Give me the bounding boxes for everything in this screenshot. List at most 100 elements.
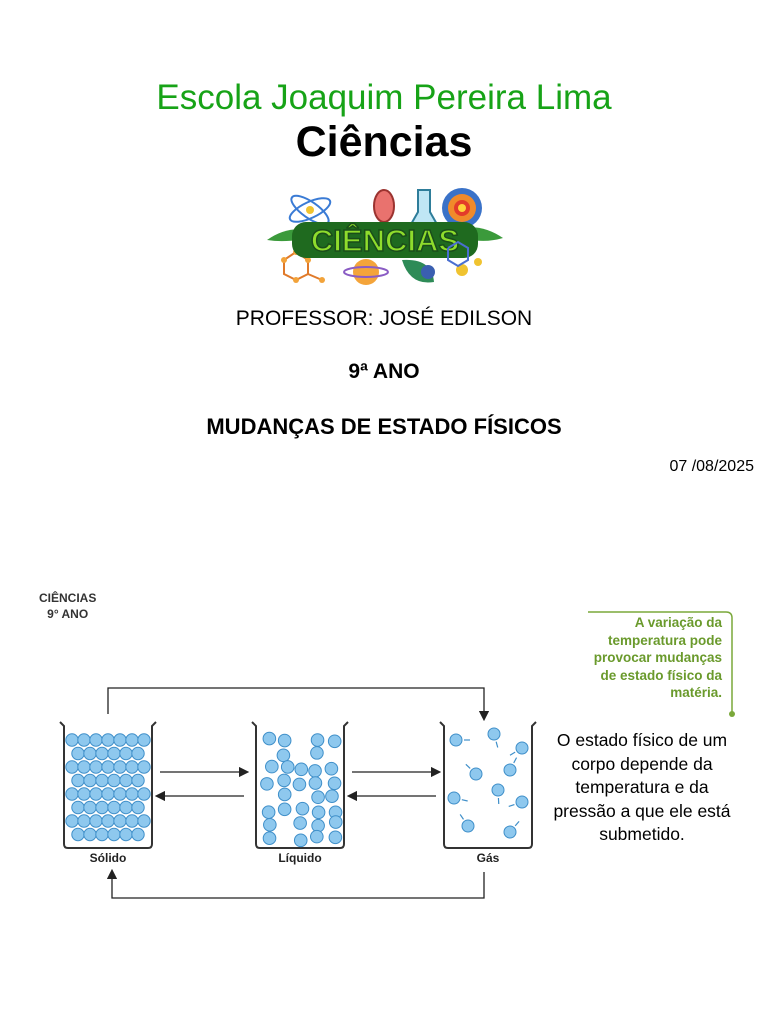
- solid-particle: [101, 760, 115, 774]
- solid-particle: [131, 827, 145, 842]
- solid-particle: [137, 760, 151, 774]
- figure-header-subject: CIÊNCIAS: [39, 591, 97, 605]
- solid-particle: [65, 760, 79, 774]
- gas-particle: [503, 763, 517, 777]
- solid-particle: [95, 827, 109, 842]
- solid-particle: [83, 746, 97, 761]
- solid-particle: [113, 787, 127, 801]
- solid-particle: [119, 827, 133, 842]
- beaker-liquid: [251, 721, 349, 849]
- figure-header: CIÊNCIAS 9° ANO: [39, 590, 96, 622]
- gas-motion-line: [513, 757, 518, 764]
- liquid-particle: [325, 789, 339, 803]
- solid-particle: [107, 800, 121, 815]
- gas-particle: [491, 783, 505, 797]
- solid-particle: [77, 760, 91, 774]
- liquid-particle: [262, 731, 277, 746]
- solid-particle: [119, 746, 133, 761]
- gas-particle: [487, 727, 501, 741]
- solid-particle: [83, 773, 97, 788]
- label-liquid: Líquido: [278, 851, 321, 865]
- liquid-particle: [293, 833, 308, 848]
- liquid-particle: [328, 830, 343, 845]
- solid-particle: [125, 760, 139, 774]
- liquid-particle: [265, 759, 279, 774]
- solid-particle: [101, 733, 115, 747]
- solid-particle: [131, 773, 145, 788]
- solid-particle: [137, 814, 151, 828]
- gas-particle: [469, 767, 483, 781]
- date-label: 07 /08/2025: [669, 458, 754, 475]
- solid-particle: [125, 814, 139, 828]
- liquid-particle: [327, 776, 342, 791]
- liquid-particle: [310, 733, 325, 747]
- solid-particle: [107, 746, 121, 761]
- liquid-particle: [324, 761, 339, 776]
- liquid-particle: [294, 762, 309, 777]
- gas-particle: [449, 733, 463, 747]
- liquid-particles: [260, 731, 343, 848]
- solid-particle: [131, 800, 145, 815]
- subject-title: Ciências: [295, 118, 473, 166]
- beaker-gas: [439, 721, 537, 849]
- deposition-arrow: [106, 868, 485, 899]
- solid-particle: [95, 773, 109, 788]
- solid-particle: [101, 814, 115, 828]
- liquid-particle: [280, 760, 295, 774]
- solid-particle: [95, 746, 109, 761]
- liquid-particle: [311, 805, 326, 820]
- state-change-diagram: Sólido Líquido Gás: [59, 687, 537, 899]
- gas-particle: [503, 825, 517, 839]
- liquid-particle: [260, 777, 274, 791]
- figure-header-grade: 9° ANO: [47, 607, 89, 621]
- liquid-particle: [308, 764, 322, 778]
- liquid-particle: [327, 734, 342, 749]
- solid-particle: [125, 733, 139, 747]
- solid-particle: [65, 787, 79, 801]
- solid-particle: [77, 814, 91, 828]
- description-text: O estado físico de um corpo depende da t…: [553, 730, 731, 844]
- solid-particle: [113, 760, 127, 774]
- science-logo: CIÊNCIAS: [267, 188, 503, 285]
- liquid-particle: [263, 817, 277, 832]
- gas-particles: [447, 727, 529, 839]
- gas-motion-line: [508, 803, 515, 808]
- solid-particle: [131, 746, 145, 761]
- liquid-particle: [292, 777, 307, 792]
- solid-particle: [89, 787, 103, 801]
- beaker-solid: [59, 721, 157, 849]
- solid-particle: [125, 787, 139, 801]
- liquid-particle: [277, 773, 291, 788]
- sublimation-arrow: [107, 687, 490, 722]
- gas-motion-line: [465, 763, 471, 769]
- liquid-particle: [276, 748, 291, 763]
- solid-particle: [137, 787, 151, 801]
- gas-motion-line: [495, 741, 499, 748]
- label-solid: Sólido: [90, 851, 127, 865]
- solid-particle: [95, 800, 109, 815]
- solid-particle: [113, 814, 127, 828]
- topic-title: MUDANÇAS DE ESTADO FÍSICOS: [206, 414, 562, 439]
- gas-particle: [461, 819, 475, 833]
- solid-particle: [89, 733, 103, 747]
- gas-motion-line: [459, 814, 465, 820]
- school-name: Escola Joaquim Pereira Lima: [156, 78, 612, 117]
- liquid-particle: [262, 831, 277, 846]
- solid-particle: [71, 773, 85, 788]
- solid-particle: [71, 746, 85, 761]
- solid-particle: [119, 773, 133, 788]
- solid-particle: [65, 733, 79, 747]
- gas-particle: [515, 795, 529, 809]
- solid-particle: [113, 733, 127, 747]
- solid-particle: [77, 733, 91, 747]
- liquid-particle: [277, 787, 292, 802]
- solid-particle: [83, 827, 97, 842]
- professor-name: PROFESSOR: JOSÉ EDILSON: [235, 307, 533, 330]
- temperature-note: A variação da temperatura pode provocar …: [593, 615, 722, 700]
- label-gas: Gás: [477, 851, 500, 865]
- liquid-particle: [328, 815, 343, 829]
- liquid-particle: [310, 746, 324, 760]
- solid-particles: [65, 733, 151, 842]
- solid-particle: [101, 787, 115, 801]
- solid-particle: [119, 800, 133, 815]
